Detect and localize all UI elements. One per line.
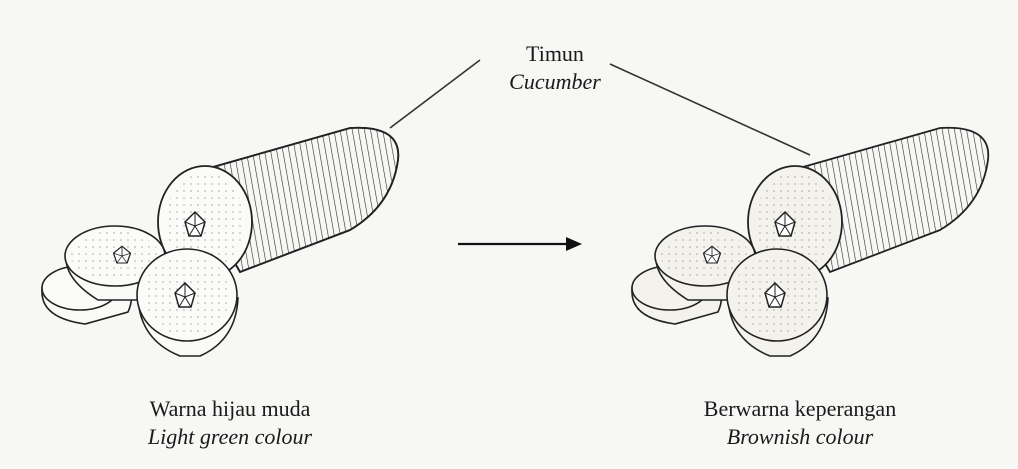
- cucumber-slice: [64, 225, 166, 301]
- seed-icon: [774, 210, 796, 237]
- cucumber-browned: [631, 126, 990, 357]
- before-caption-malay: Warna hijau muda: [149, 396, 311, 421]
- pointer-line-left: [389, 59, 481, 129]
- seed-icon: [174, 281, 196, 308]
- right-arrow-icon: [458, 237, 582, 251]
- before-caption-english: Light green colour: [147, 424, 313, 449]
- seed-icon: [764, 281, 786, 308]
- title-malay: Timun: [526, 41, 584, 66]
- after-caption-malay: Berwarna keperangan: [703, 396, 897, 421]
- title-english: Cucumber: [509, 69, 601, 94]
- cucumber-slice: [726, 248, 829, 357]
- cucumber-fresh: [41, 126, 400, 357]
- after-caption: Berwarna keperangan Brownish colour: [660, 395, 940, 451]
- seed-icon: [184, 210, 206, 237]
- cucumber-slice: [654, 225, 756, 301]
- after-caption-english: Brownish colour: [726, 424, 874, 449]
- cucumber-slice: [136, 248, 239, 357]
- before-caption: Warna hijau muda Light green colour: [90, 395, 370, 451]
- seed-icon: [112, 245, 132, 264]
- seed-icon: [702, 245, 722, 264]
- diagram-title: Timun Cucumber: [455, 40, 655, 96]
- pointer-line-right: [609, 63, 811, 156]
